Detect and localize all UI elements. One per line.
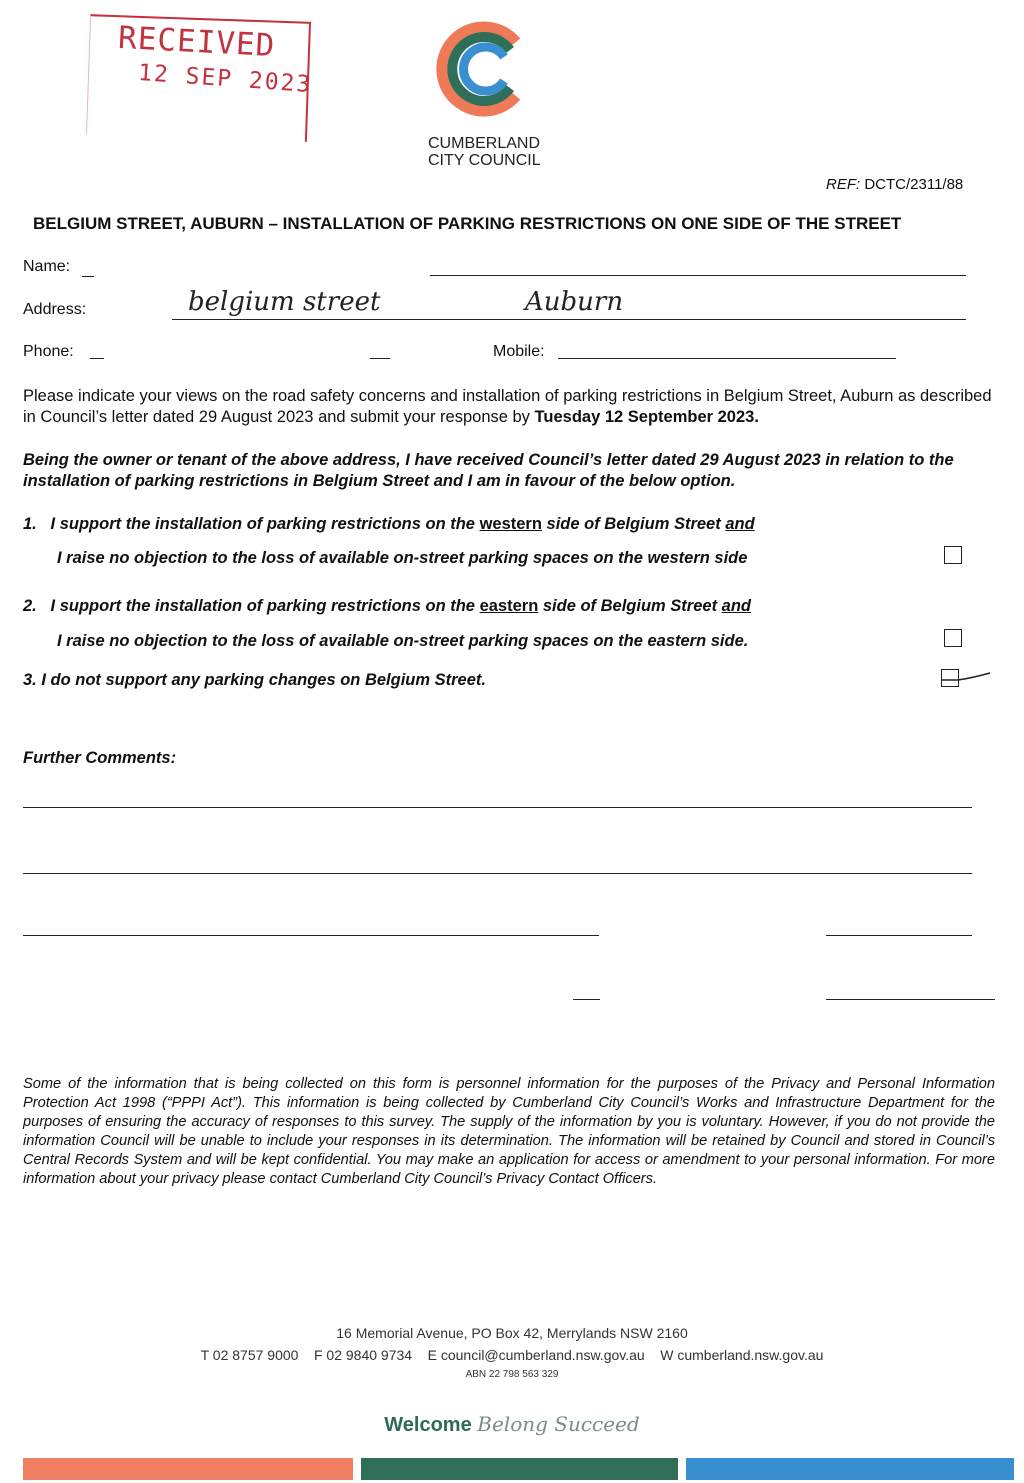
option-1-side: western [479, 515, 542, 533]
phone-label: Phone: [23, 343, 74, 360]
option-2-pre: I support the installation of parking re… [50, 597, 480, 615]
footer-address: 16 Memorial Avenue, PO Box 42, Merryland… [336, 1325, 688, 1341]
comment-line-4b[interactable] [826, 999, 995, 1000]
footer-bar-blue [686, 1458, 1014, 1480]
footer-contacts: T 02 8757 9000 F 02 9840 9734 E council@… [200, 1347, 824, 1363]
option-2-post: side of Belgium Street [538, 597, 722, 615]
council-logo-icon [436, 21, 521, 117]
comments-label: Further Comments: [23, 749, 177, 767]
option-1-checkbox[interactable] [944, 546, 962, 564]
deadline: Tuesday 12 September 2023. [534, 408, 759, 426]
ref-code: DCTC/2311/88 [864, 176, 964, 193]
footer-abn: ABN 22 798 563 329 [465, 1369, 559, 1380]
name-field-start[interactable] [82, 276, 94, 277]
option-3-text: I do not support any parking changes on … [41, 671, 486, 689]
name-label: Name: [23, 258, 71, 275]
option-1-number: 1. [23, 515, 37, 533]
welcome-word: Welcome [384, 1414, 472, 1436]
reference: REF: DCTC/2311/88 [826, 176, 963, 193]
instructions-text: Please indicate your views on the road s… [23, 387, 992, 426]
phone-field-end[interactable] [370, 358, 390, 359]
option-2-and: and [721, 597, 751, 615]
comment-line-3a[interactable] [23, 935, 599, 936]
council-name-line2: CITY COUNCIL [428, 152, 541, 169]
instructions: Please indicate your views on the road s… [23, 386, 1008, 428]
comment-line-2[interactable] [23, 873, 972, 874]
declaration: Being the owner or tenant of the above a… [23, 451, 954, 490]
tagline-script: Belong Succeed [477, 1412, 640, 1436]
phone-field-start[interactable] [90, 358, 104, 359]
mobile-label: Mobile: [493, 343, 545, 360]
address-field[interactable] [172, 319, 966, 320]
option-1-post: side of Belgium Street [541, 515, 726, 533]
option-2-checkbox[interactable] [944, 629, 962, 647]
name-field[interactable] [430, 275, 966, 276]
welcome-tagline: Welcome Belong Succeed [0, 1412, 1024, 1437]
checkmark-icon [942, 672, 991, 681]
council-name: CUMBERLAND CITY COUNCIL [428, 135, 541, 169]
comment-line-4a[interactable] [573, 999, 600, 1000]
footer-bar-green [361, 1458, 678, 1480]
address-label: Address: [23, 301, 87, 318]
option-2-line1: 2. I support the installation of parking… [23, 596, 751, 617]
option-1-line2: I raise no objection to the loss of avai… [57, 549, 748, 567]
option-3: 3. I do not support any parking changes … [23, 670, 486, 691]
council-name-line1: CUMBERLAND [428, 135, 541, 152]
option-1-and: and [725, 515, 755, 533]
address-handwriting-suburb: Auburn [525, 287, 624, 317]
option-2-number: 2. [23, 597, 37, 615]
option-2-line2: I raise no objection to the loss of avai… [57, 632, 749, 650]
address-handwriting-street: belgium street [188, 287, 381, 317]
comment-line-3b[interactable] [826, 935, 972, 936]
ref-prefix: REF: [826, 176, 861, 193]
option-1-line1: 1. I support the installation of parking… [23, 514, 755, 535]
footer-bar-orange [23, 1458, 353, 1480]
comment-line-1[interactable] [23, 807, 972, 808]
option-3-number: 3. [23, 671, 37, 689]
privacy-notice: Some of the information that is being co… [23, 1076, 995, 1187]
option-1-pre: I support the installation of parking re… [50, 515, 480, 533]
form-title: BELGIUM STREET, AUBURN – INSTALLATION OF… [33, 214, 902, 233]
option-3-checkbox[interactable] [941, 669, 959, 687]
option-2-side: eastern [479, 597, 539, 615]
mobile-field[interactable] [558, 358, 896, 359]
